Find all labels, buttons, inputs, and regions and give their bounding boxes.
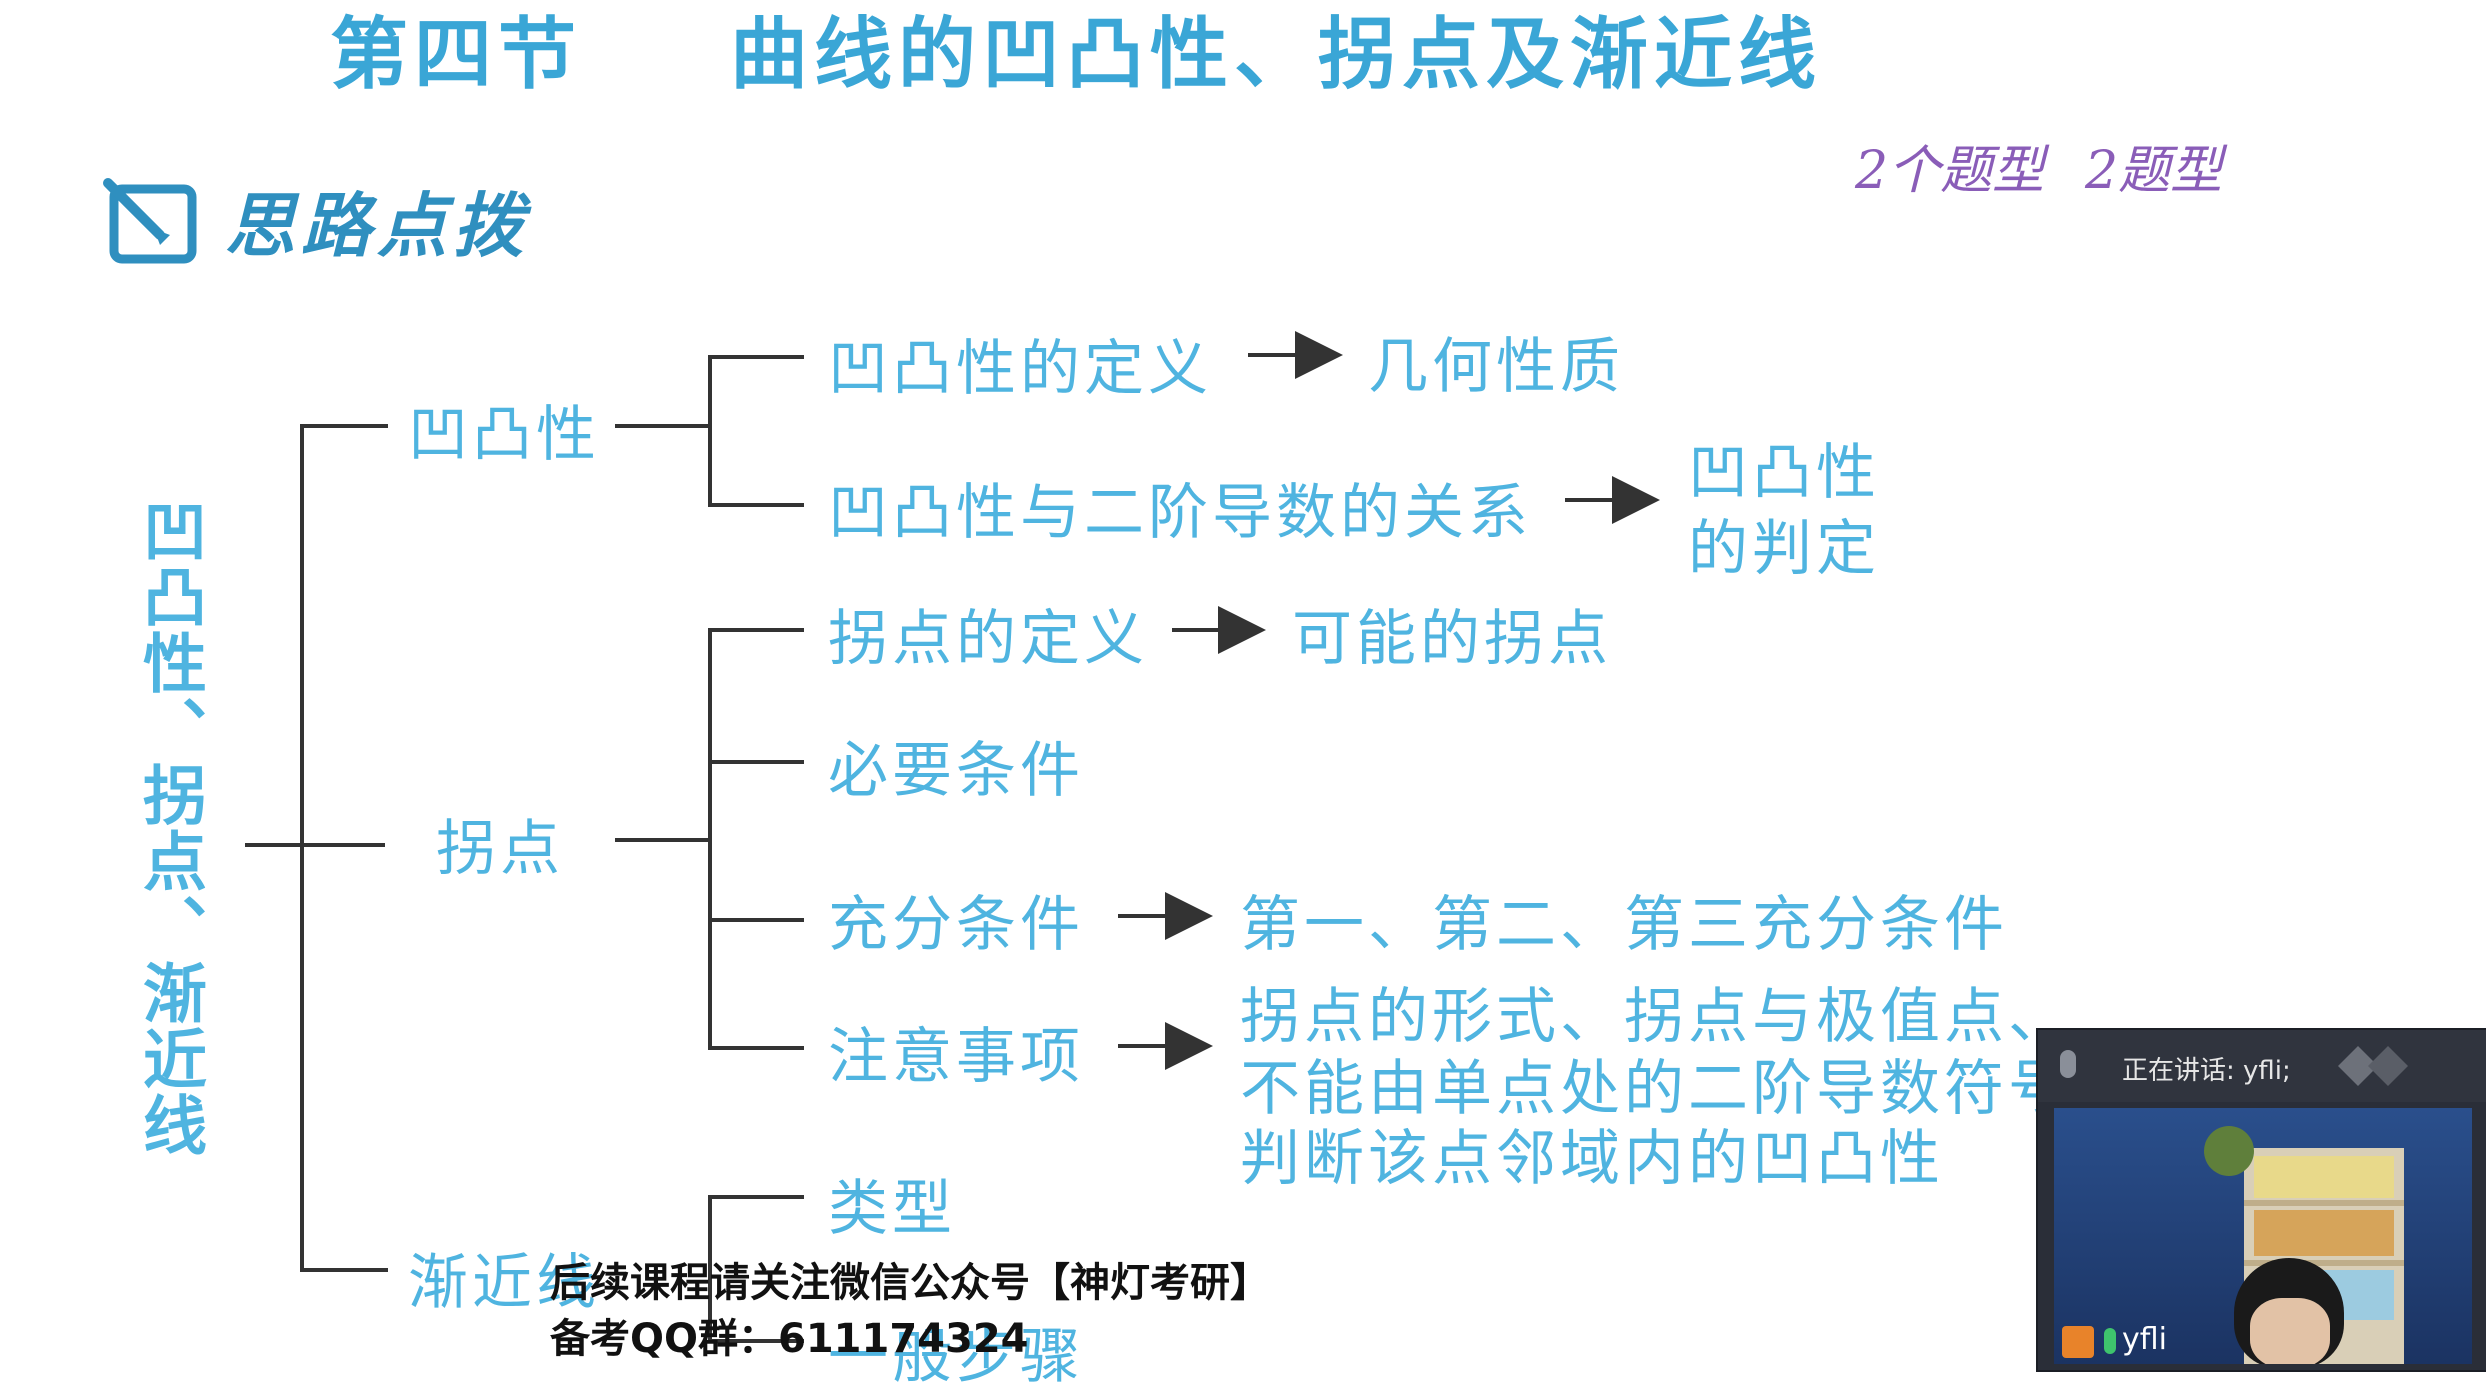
- node-notes-line3: 判断该点邻域内的凹凸性: [1240, 1124, 1944, 1194]
- watermark-line2: 备考QQ群：611174324: [550, 1316, 1029, 1362]
- video-overlay[interactable]: 正在讲话: yfli; yfli: [2036, 1028, 2486, 1372]
- node-criterion-line2: 的判定: [1688, 514, 1880, 584]
- node-concavity-definition: 凹凸性的定义: [828, 334, 1212, 404]
- node-possible-inflection: 可能的拐点: [1292, 604, 1612, 674]
- edit-icon: [100, 175, 200, 265]
- more-options-icon[interactable]: [2338, 1046, 2428, 1086]
- node-inflection-definition: 拐点的定义: [828, 604, 1148, 674]
- node-notes-line2: 不能由单点处的二阶导数符号: [1240, 1054, 2072, 1124]
- speaking-status: 正在讲话: yfli;: [2122, 1056, 2291, 1086]
- user-avatar-icon: [2062, 1326, 2094, 1358]
- node-concavity: 凹凸性: [408, 400, 600, 470]
- page-title: 曲线的凹凸性、拐点及渐近线: [730, 10, 1823, 100]
- root-label: 凹凸性、拐点、渐近线: [132, 498, 206, 1158]
- hand-note-right: 2题型: [2085, 141, 2223, 201]
- node-three-sufficient-conditions: 第一、第二、第三充分条件: [1240, 890, 2008, 960]
- node-asymptote-types: 类型: [828, 1174, 956, 1244]
- hand-note-left: 2个题型: [1855, 141, 2045, 201]
- video-header: 正在讲话: yfli;: [2038, 1030, 2486, 1102]
- node-criterion-line1: 凹凸性: [1688, 438, 1880, 508]
- mic-active-icon: [2104, 1328, 2116, 1354]
- section-label: 思路点拨: [225, 184, 529, 267]
- node-notes-line1: 拐点的形式、拐点与极值点、: [1240, 982, 2072, 1052]
- node-necessary-condition: 必要条件: [828, 736, 1084, 806]
- node-notes: 注意事项: [828, 1022, 1084, 1092]
- plant: [2204, 1126, 2254, 1176]
- node-asymptote: 渐近线: [408, 1248, 600, 1318]
- section-number: 第四节: [330, 10, 583, 100]
- video-username: yfli: [2122, 1322, 2167, 1357]
- microphone-icon: [2060, 1050, 2076, 1078]
- node-geometric-property: 几何性质: [1368, 332, 1624, 402]
- camera-feed: yfli: [2054, 1108, 2472, 1364]
- node-second-derivative-relation: 凹凸性与二阶导数的关系: [828, 478, 1532, 548]
- node-inflection: 拐点: [436, 814, 564, 884]
- watermark-line1: 后续课程请关注微信公众号【神灯考研】: [550, 1260, 1270, 1306]
- node-sufficient-condition: 充分条件: [828, 890, 1084, 960]
